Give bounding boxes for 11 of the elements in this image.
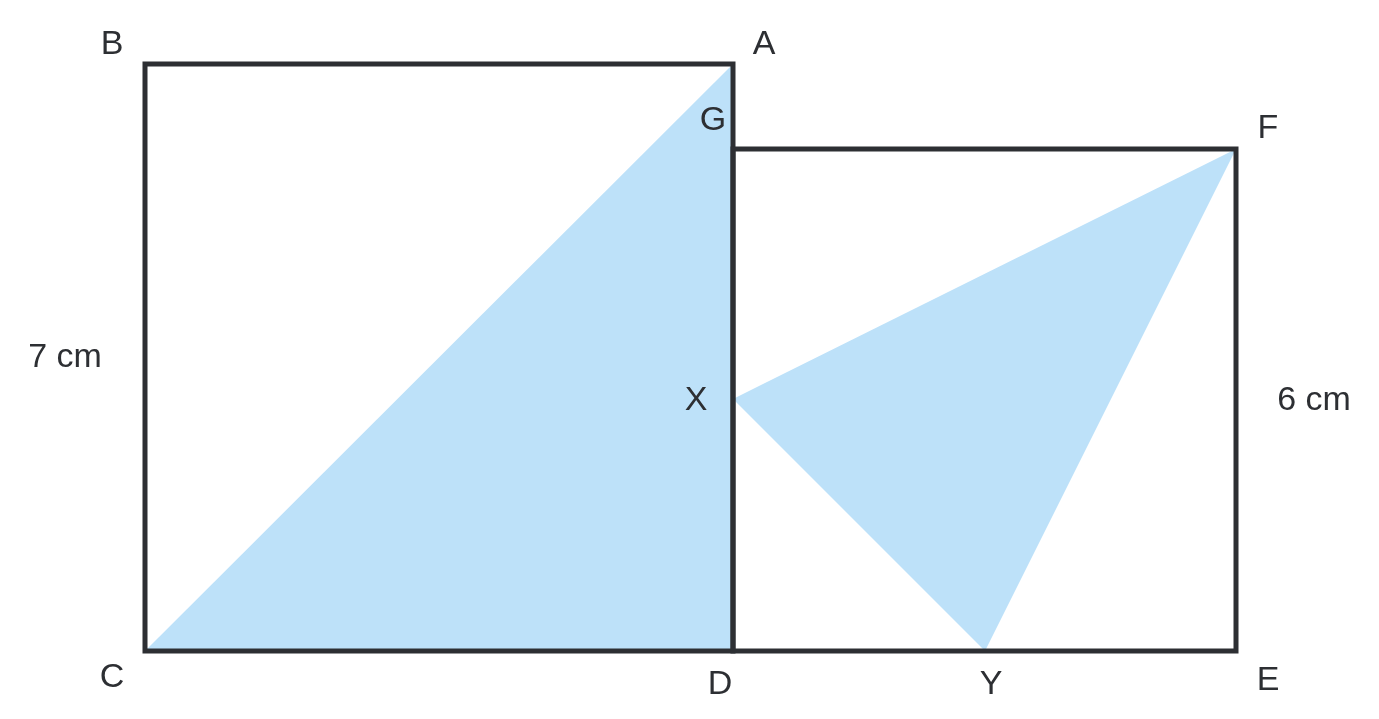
dimension-label: 6 cm <box>1277 381 1351 415</box>
point-label: E <box>1256 661 1280 695</box>
point-label: F <box>1257 109 1279 143</box>
point-label: Y <box>979 665 1003 699</box>
point-label: B <box>100 25 124 59</box>
point-label: A <box>752 25 776 59</box>
point-label: D <box>707 665 733 699</box>
dimension-label: 7 cm <box>28 338 102 372</box>
point-label: X <box>684 381 708 415</box>
point-label: G <box>699 101 727 135</box>
point-label: C <box>99 658 125 692</box>
